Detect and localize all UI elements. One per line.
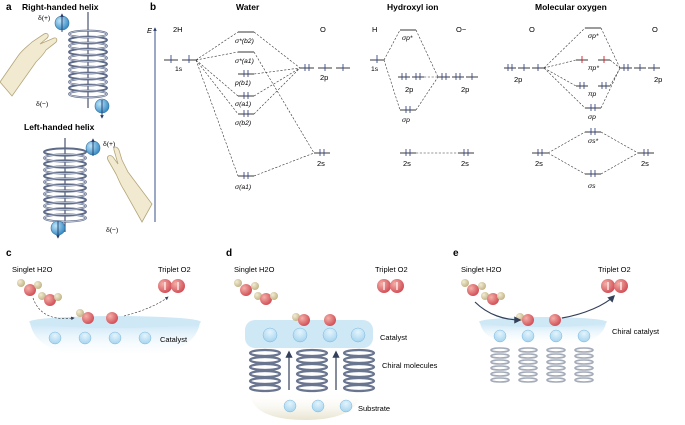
catalyst-site xyxy=(138,331,152,345)
chiral-helix xyxy=(295,348,329,393)
water-mo-sigma-b2: σ(b2) xyxy=(235,120,251,127)
reaction-arrow-in xyxy=(474,301,522,324)
water-o-2p: 2p xyxy=(320,73,328,82)
panel-c-catalyst-label: Catalyst xyxy=(160,335,188,344)
water-mo-sigma-a1-low: σ(a1) xyxy=(235,184,251,191)
panel-e-end-label: Triplet O2 xyxy=(598,265,631,274)
panel-a: a Right-handed helix δ(+) xyxy=(0,2,153,239)
hand-right-illustration xyxy=(0,33,58,97)
panel-c-start-label: Singlet H2O xyxy=(12,265,53,274)
water-right-label: O xyxy=(320,25,326,34)
hydroxyl-mo-diagram: Hydroxyl ion H O− 1s σp* 2p σp xyxy=(370,2,478,168)
oxygen-right-label: O xyxy=(652,25,658,34)
panel-c-end-label: Triplet O2 xyxy=(158,265,191,274)
hand-left-illustration xyxy=(107,146,153,223)
panel-d-end-label: Triplet O2 xyxy=(375,265,408,274)
substrate-layer xyxy=(250,392,360,420)
hydroxyl-2s-left: 2s xyxy=(403,159,411,168)
water-mo-sigma-star-b2: σ*(b2) xyxy=(235,38,254,45)
panel-e: e Singlet H2O Triplet O2 Chiral catalyst xyxy=(453,248,660,383)
water-molecule xyxy=(481,292,505,305)
oxygen-sigma-s: σs xyxy=(588,183,596,190)
water-molecule xyxy=(38,292,62,306)
hydroxyl-h-1s: 1s xyxy=(371,66,379,73)
energy-axis-label: E xyxy=(147,26,153,35)
delta-minus-label-top: δ(−) xyxy=(36,101,48,108)
hydroxyl-right-label: O− xyxy=(456,25,467,34)
panel-d: d Singlet H2O Triplet O2 Substrate xyxy=(226,248,438,420)
water-molecule xyxy=(254,292,278,305)
water-molecule xyxy=(17,279,42,296)
panel-d-chiral-label: Chiral molecules xyxy=(382,361,438,370)
reaction-arrow-out xyxy=(561,294,616,319)
panel-d-substrate-label: Substrate xyxy=(358,404,390,413)
panel-d-catalyst-label: Catalyst xyxy=(380,333,408,342)
left-handed-helix-title: Left-handed helix xyxy=(24,122,95,132)
water-molecule xyxy=(461,279,486,296)
chiral-helix xyxy=(574,347,594,383)
oxygen-sigma-p-star: σp* xyxy=(588,33,599,40)
oxygen-sigma-p: σp xyxy=(588,114,596,121)
hydroxyl-o-2p: 2p xyxy=(461,85,469,94)
panel-d-start-label: Singlet H2O xyxy=(234,265,275,274)
delta-minus-label-bottom: δ(−) xyxy=(106,227,118,234)
hydroxyl-sigma-p: σp xyxy=(402,117,410,124)
oxygen-right-2p: 2p xyxy=(654,75,662,84)
water-title: Water xyxy=(236,2,260,12)
oxygen-pi-p-star: πp* xyxy=(588,65,599,72)
panel-e-start-label: Singlet H2O xyxy=(461,265,502,274)
catalyst-site xyxy=(78,331,92,345)
oxygen-mo-diagram: Molecular oxygen O O 2p 2p σp* xyxy=(504,2,662,190)
chiral-helix xyxy=(248,348,282,393)
panel-e-label: e xyxy=(453,248,459,259)
delta-plus-label-bottom: δ(+) xyxy=(103,141,115,148)
oxygen-sigma-s-star: σs* xyxy=(588,138,598,145)
water-mo-sigma-a1: σ(a1) xyxy=(235,101,251,108)
hydroxyl-title: Hydroxyl ion xyxy=(387,2,438,12)
catalyst-site xyxy=(108,331,122,345)
oxygen-molecule xyxy=(377,279,404,293)
panel-d-label: d xyxy=(226,248,232,259)
water-h-1s: 1s xyxy=(175,66,183,73)
water-mo-diagram: Water 2H O 1s σ*(b2) σ*(a1) p(b1) σ(a1) xyxy=(164,2,350,191)
reaction-arrow-out xyxy=(123,296,169,317)
catalyst-site xyxy=(48,331,62,345)
water-mo-p-b1: p(b1) xyxy=(234,80,251,87)
panel-c-label: c xyxy=(6,248,12,259)
oxygen-left-2p: 2p xyxy=(514,75,522,84)
oxygen-title: Molecular oxygen xyxy=(535,2,607,12)
catalyst-plate xyxy=(245,320,373,348)
left-helix xyxy=(43,138,87,232)
panel-b: b E Water 2H O 1s σ*(b2) xyxy=(147,2,662,222)
chiral-helix xyxy=(518,347,538,383)
panel-a-label: a xyxy=(6,2,12,13)
oxygen-molecule xyxy=(158,279,185,293)
reaction-arrow-in xyxy=(32,297,75,321)
panel-e-catalyst-label: Chiral catalyst xyxy=(612,327,660,336)
water-o-2s: 2s xyxy=(317,159,325,168)
oxygen-molecule xyxy=(601,279,628,293)
hydroxyl-2p-center: 2p xyxy=(405,85,413,94)
water-mo-sigma-star-a1: σ*(a1) xyxy=(235,58,254,65)
oxygen-left-2s: 2s xyxy=(535,159,543,168)
delta-plus-label-top: δ(+) xyxy=(38,15,50,22)
chiral-helix xyxy=(490,347,510,383)
panel-c: c Singlet H2O Triplet O2 Catalyst xyxy=(6,248,201,358)
chiral-catalyst-plate xyxy=(480,322,606,346)
hydroxyl-2s-right: 2s xyxy=(461,159,469,168)
chiral-helix xyxy=(342,348,376,393)
oxygen-right-2s: 2s xyxy=(641,159,649,168)
water-molecule xyxy=(234,279,259,296)
chiral-helix xyxy=(546,347,566,383)
oxygen-left-label: O xyxy=(529,25,535,34)
water-left-label: 2H xyxy=(173,25,183,34)
panel-b-label: b xyxy=(150,2,156,13)
right-helix xyxy=(68,12,108,108)
oxygen-pi-p: πp xyxy=(588,91,597,98)
hydroxyl-left-label: H xyxy=(372,25,377,34)
hydroxyl-sigma-p-star: σp* xyxy=(402,35,413,42)
right-handed-helix-title: Right-handed helix xyxy=(22,2,99,12)
